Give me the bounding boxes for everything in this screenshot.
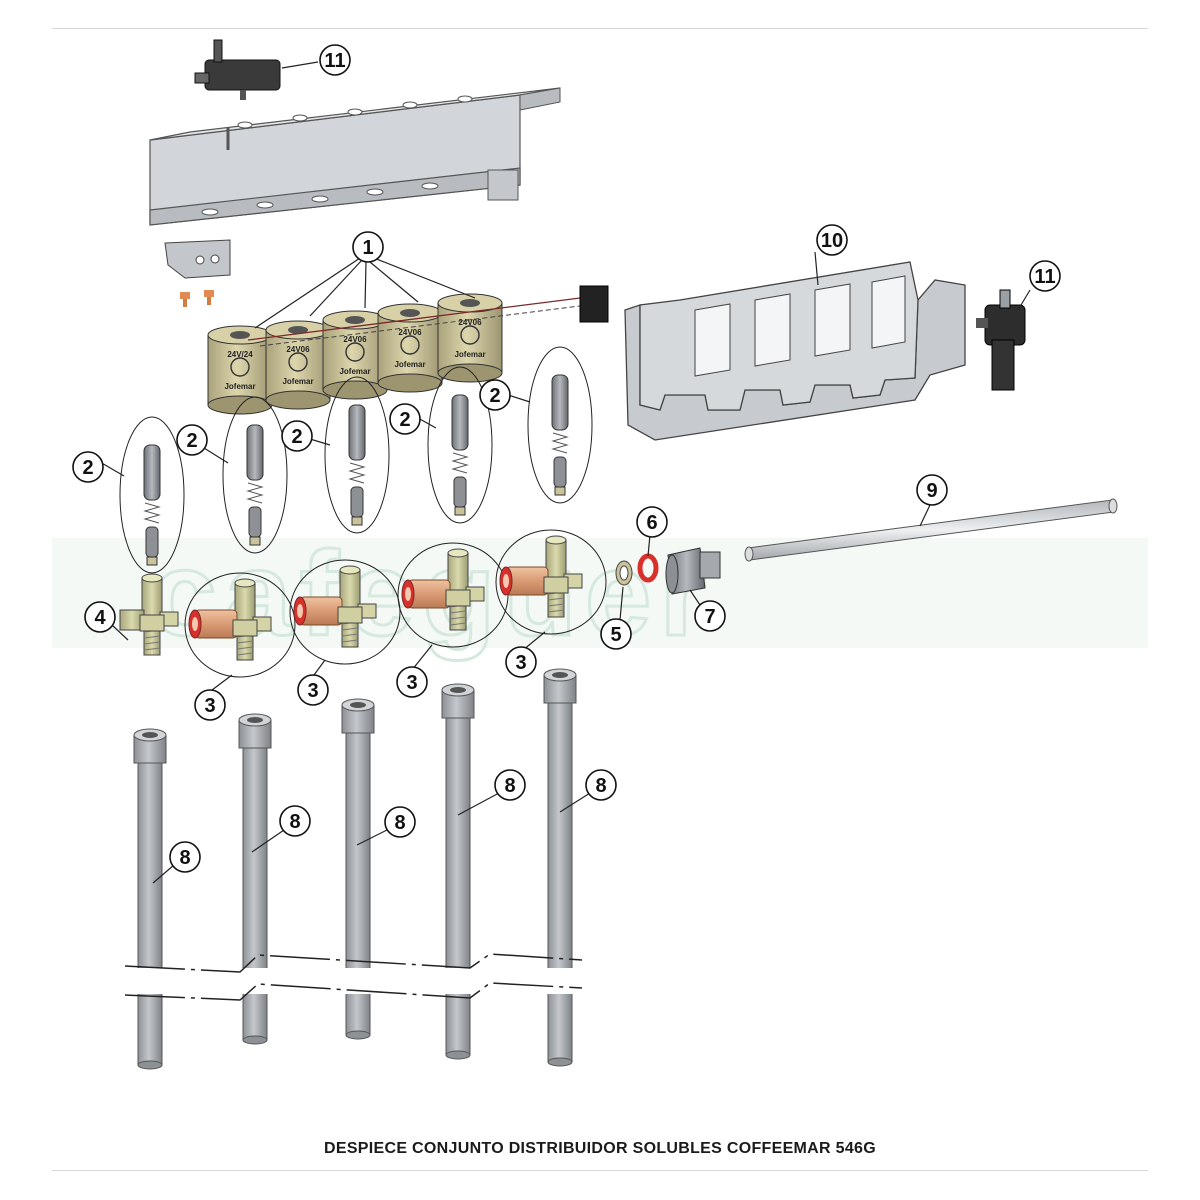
callout-number: 8	[595, 775, 606, 797]
callouts: 11 11 10 1 9 2 2 2 2 2 6 5 7 4 3 3 3 3 8 8 8 8 8	[72, 44, 1061, 873]
callout-number: 8	[504, 775, 515, 797]
callout-c2d: 2	[389, 403, 421, 435]
callout-number: 3	[204, 695, 215, 717]
coil-voltage-label: 24V06	[398, 328, 422, 337]
callout-c2e: 2	[479, 379, 511, 411]
coil-voltage-label: 24V06	[458, 318, 482, 327]
callout-c8e: 8	[585, 769, 617, 801]
screws	[180, 290, 214, 307]
vertical-tube	[133, 728, 167, 1070]
connector	[665, 547, 721, 595]
callout-number: 2	[82, 457, 93, 479]
callout-c2b: 2	[176, 424, 208, 456]
tee-fitting	[495, 529, 607, 635]
callout-c7: 7	[694, 600, 726, 632]
watermark: cafeguer	[52, 526, 1148, 663]
callout-c2c: 2	[281, 420, 313, 452]
callout-c8b: 8	[279, 805, 311, 837]
callout-number: 3	[406, 672, 417, 694]
coil-brand-label: Jofemar	[339, 367, 370, 376]
callout-c8a: 8	[169, 841, 201, 873]
callout-number: 4	[94, 607, 106, 629]
coil-voltage-label: 24V06	[343, 335, 367, 344]
callout-number: 2	[291, 426, 302, 448]
small-clamp	[164, 239, 231, 279]
callout-c4: 4	[84, 601, 116, 633]
callout-c11a: 11	[319, 44, 351, 76]
callout-number: 6	[646, 512, 657, 534]
coil-brand-label: Jofemar	[282, 377, 313, 386]
coil-brand-label: Jofemar	[454, 350, 485, 359]
coil-voltage-label: 24V/24	[227, 350, 253, 359]
callout-number: 7	[704, 606, 715, 628]
callout-number: 11	[324, 50, 345, 72]
coil-brand-label: Jofemar	[224, 382, 255, 391]
callout-c9: 9	[916, 474, 948, 506]
plunger	[324, 376, 390, 534]
callout-number: 3	[515, 652, 526, 674]
micro-switch-right	[976, 289, 1026, 391]
callout-number: 2	[186, 430, 197, 452]
callout-c3b: 3	[297, 674, 329, 706]
callout-number: 9	[926, 480, 937, 502]
callout-c3c: 3	[396, 666, 428, 698]
tee-fitting	[289, 559, 401, 665]
plunger	[527, 346, 593, 504]
fittings	[119, 529, 607, 678]
vertical-tubes	[133, 668, 577, 1070]
callout-c8d: 8	[494, 769, 526, 801]
vertical-tube	[238, 713, 272, 1045]
callout-c1: 1	[352, 231, 384, 263]
callout-c2a: 2	[72, 451, 104, 483]
callout-number: 1	[362, 237, 373, 259]
callout-number: 11	[1034, 266, 1055, 288]
plunger	[222, 396, 288, 554]
callout-c3a: 3	[194, 689, 226, 721]
mounting-bracket	[149, 87, 561, 226]
plungers	[119, 346, 593, 574]
callout-number: 2	[489, 385, 500, 407]
callout-number: 8	[179, 847, 190, 869]
callout-number: 5	[610, 624, 621, 646]
callout-c5: 5	[600, 618, 632, 650]
callout-number: 10	[821, 230, 843, 252]
tee-fitting	[184, 572, 296, 678]
micro-switch-top	[194, 39, 281, 100]
tee-fitting	[397, 542, 509, 648]
callout-c6: 6	[636, 506, 668, 538]
plunger	[119, 416, 185, 574]
callout-c11b: 11	[1029, 260, 1061, 292]
coil-brand-label: Jofemar	[394, 360, 425, 369]
callout-number: 8	[394, 812, 405, 834]
coil-support-plate	[624, 261, 966, 441]
coil-wiring	[247, 285, 609, 347]
callout-number: 3	[307, 680, 318, 702]
callout-c8c: 8	[384, 806, 416, 838]
diagram-caption: DESPIECE CONJUNTO DISTRIBUIDOR SOLUBLES …	[324, 1140, 876, 1157]
coil-voltage-label: 24V06	[286, 345, 310, 354]
vertical-tube	[543, 668, 577, 1067]
horizontal-tube	[744, 498, 1118, 562]
top-rule	[52, 28, 1148, 29]
callout-number: 2	[399, 409, 410, 431]
leader-lines	[99, 61, 1031, 884]
bottom-rule	[52, 1170, 1148, 1171]
callout-c3d: 3	[505, 646, 537, 678]
break-lines	[124, 953, 583, 1001]
callout-c10: 10	[816, 224, 848, 256]
washer	[615, 560, 633, 586]
end-fitting	[119, 573, 179, 656]
plunger	[427, 366, 493, 524]
vertical-tube	[441, 683, 475, 1060]
callout-number: 8	[289, 811, 300, 833]
vertical-tube	[341, 698, 375, 1040]
